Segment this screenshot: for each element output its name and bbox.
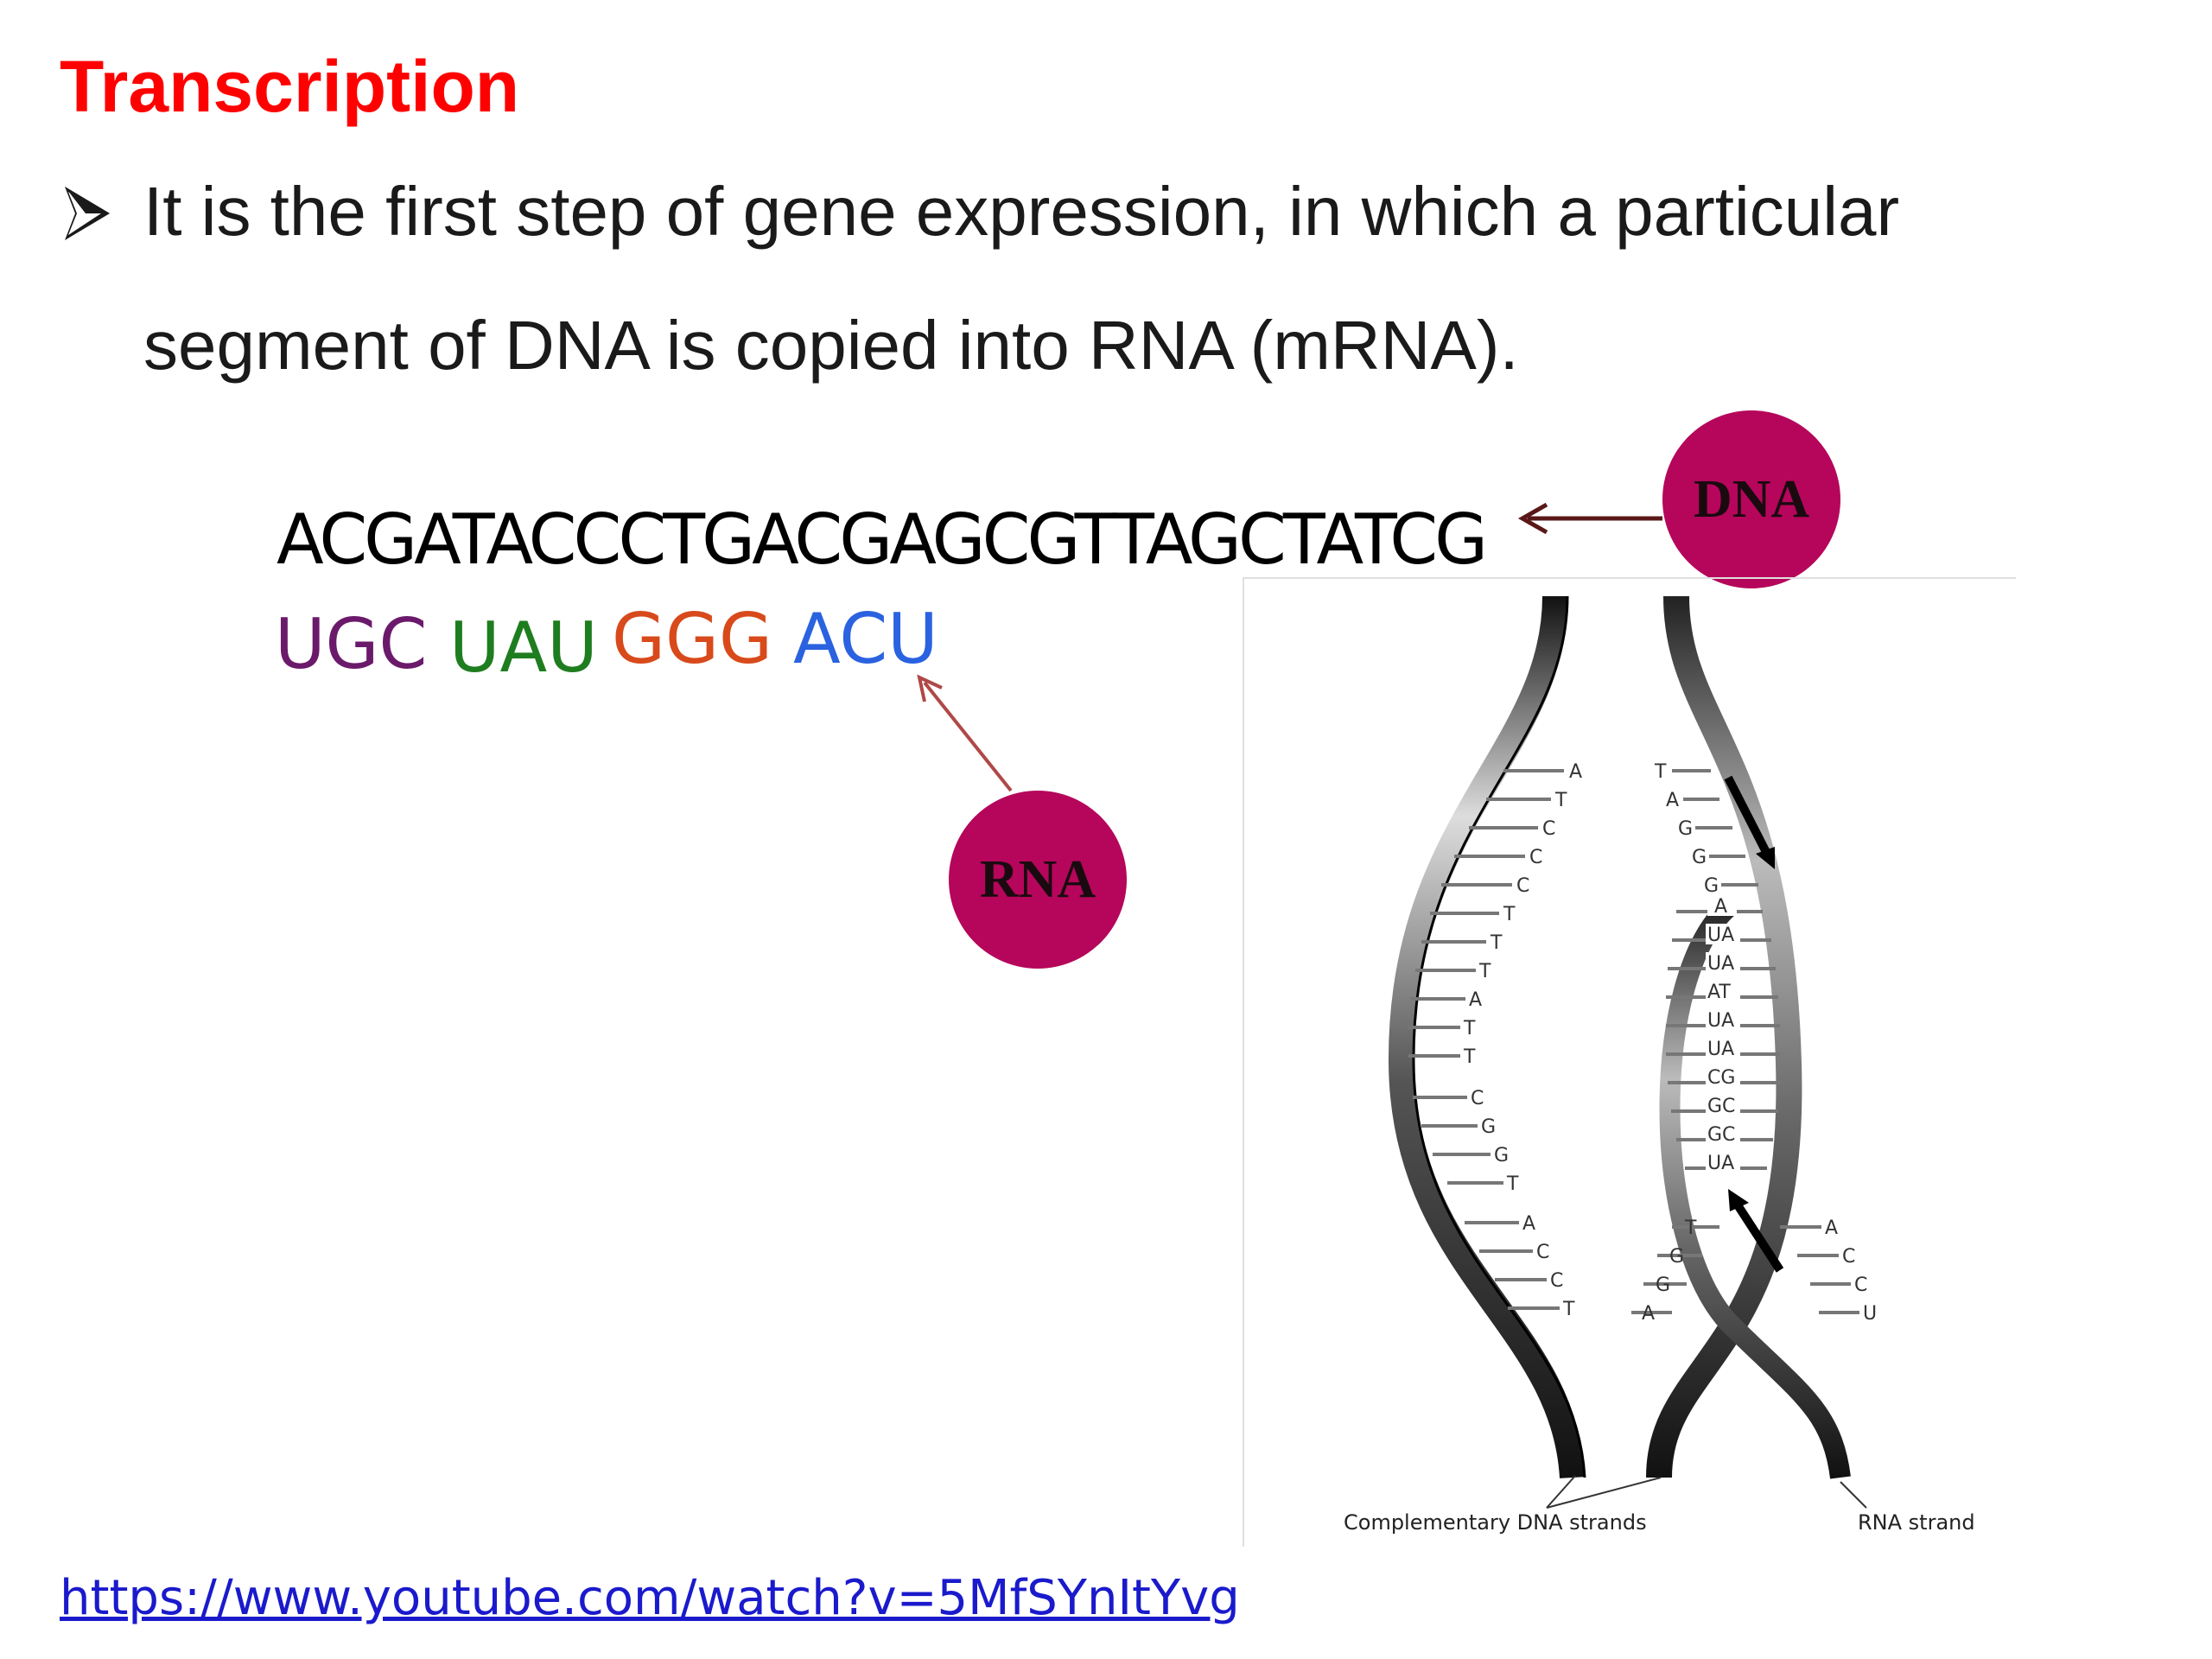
svg-text:T: T [1654,761,1667,783]
dna-sequence: ACGATACCCTGACGAGCGTTAGCTATCG [276,499,1488,580]
dna-label: DNA [1693,469,1810,529]
svg-text:G: G [1669,1246,1684,1268]
svg-text:T: T [1490,932,1503,954]
svg-text:AT: AT [1707,982,1731,1003]
svg-text:A: A [1522,1213,1535,1235]
caption-complementary-dna: Complementary DNA strands [1344,1510,1647,1535]
dna-label-circle: DNA [1662,410,1840,588]
svg-text:C: C [1471,1088,1484,1109]
caption-rna-strand: RNA strand [1858,1510,1975,1535]
svg-text:UA: UA [1707,953,1734,975]
svg-text:C: C [1550,1270,1563,1292]
svg-text:T: T [1554,790,1567,811]
svg-text:T: T [1463,1046,1476,1068]
left-base-rungs [1408,769,1564,1310]
svg-text:UA: UA [1707,1153,1734,1174]
svg-text:T: T [1503,904,1516,925]
svg-text:UA: UA [1707,1039,1734,1060]
rna-pointer-arrow [917,674,1013,792]
svg-text:T: T [1684,1217,1697,1239]
svg-text:G: G [1692,847,1707,868]
svg-text:T: T [1562,1299,1575,1320]
svg-text:A: A [1666,790,1679,811]
svg-text:T: T [1463,1018,1476,1039]
bullet-text-line-2: segment of DNA is copied into RNA (mRNA)… [143,307,1519,384]
svg-text:C: C [1542,818,1555,840]
svg-text:T: T [1478,961,1491,982]
slide-title: Transcription [60,46,520,127]
rna-label: RNA [979,849,1096,909]
svg-text:UA: UA [1707,1010,1734,1032]
svg-text:A: A [1642,1303,1655,1325]
bullet-arrow-icon [65,187,110,240]
codon-3: GGG [612,599,772,679]
svg-text:C: C [1529,847,1542,868]
svg-text:U: U [1863,1303,1877,1325]
codon-1: UGC [275,604,428,684]
transcription-diagram: A T C C C T T T A T T C G G T A C C T [1243,577,2016,1547]
right-top-base-letters: T A G G G [1654,761,1719,897]
svg-text:A: A [1469,989,1482,1011]
svg-text:T: T [1506,1173,1519,1195]
svg-text:GC: GC [1707,1096,1735,1117]
lower-base-letters: T G G A A C C U [1642,1217,1877,1325]
svg-text:G: G [1481,1116,1496,1138]
youtube-link[interactable]: https://www.youtube.com/watch?v=5MfSYnIt… [60,1570,1240,1626]
rna-label-circle: RNA [949,791,1127,969]
svg-text:C: C [1842,1246,1855,1268]
svg-text:GC: GC [1707,1124,1735,1146]
bullet-text-line-1: It is the first step of gene expression,… [143,173,1900,250]
paired-base-letters: A UA UA AT UA UA CG GC GC UA [1706,895,1740,1174]
svg-text:G: G [1704,875,1719,897]
svg-text:C: C [1854,1274,1867,1296]
svg-text:C: C [1536,1242,1549,1263]
dna-rna-helix-illustration: A T C C C T T T A T T C G G T A C C T [1344,595,1975,1535]
dna-pointer-arrow [1517,502,1662,535]
svg-text:A: A [1825,1217,1838,1239]
svg-text:UA: UA [1707,925,1734,946]
svg-text:G: G [1494,1145,1509,1166]
svg-text:CG: CG [1707,1067,1735,1089]
svg-text:C: C [1516,875,1529,897]
svg-text:G: G [1678,818,1693,840]
svg-text:A: A [1714,896,1727,918]
left-base-letters: A T C C C T T T A T T C G G T A C C T [1463,761,1582,1320]
svg-text:A: A [1569,761,1582,783]
codon-2: UAU [449,607,598,688]
svg-text:G: G [1656,1274,1670,1296]
codon-4: ACU [793,599,938,679]
